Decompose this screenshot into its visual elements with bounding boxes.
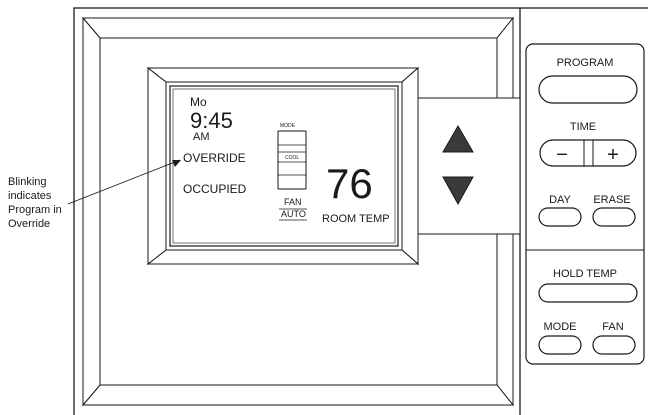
hold-temp-label: HOLD TEMP [553,268,617,280]
display-override: OVERRIDE [183,151,246,165]
time-button-group [539,139,637,167]
fan-button-label: FAN [602,321,623,333]
erase-label: ERASE [593,194,630,206]
day-button[interactable] [538,207,582,227]
mode-value: COOL [285,155,299,161]
day-label: DAY [549,194,571,206]
arrow-panel [417,97,521,235]
mode-button-label: MODE [544,321,577,333]
fan-value: AUTO [281,209,306,219]
lcd-bezel [146,66,420,266]
mode-indicator-column: MODE COOL [277,123,307,190]
mode-button[interactable] [538,335,582,355]
annotation-line-4: Override [8,218,50,230]
mode-indicator-label: MODE [280,123,296,129]
program-button[interactable] [538,75,638,104]
room-temp-label: ROOM TEMP [322,213,390,225]
display-time: 9:45 [190,108,233,133]
plus-icon: + [607,144,619,166]
minus-icon: − [556,144,568,166]
override-annotation: Blinking indicates Program in Override [8,159,181,230]
fan-button[interactable] [592,335,636,355]
hold-temp-button[interactable] [538,283,638,303]
display-ampm: AM [193,131,210,143]
time-label: TIME [570,121,596,133]
room-temperature: 76 [326,160,373,207]
annotation-line-1: Blinking [8,176,47,188]
annotation-leader-line [67,159,181,205]
display-day: Mo [190,95,207,109]
program-label: PROGRAM [557,57,614,69]
display-occupied: OCCUPIED [183,182,247,196]
annotation-line-3: Program in [8,204,62,216]
erase-button[interactable] [592,207,636,227]
thermostat-housing [73,7,648,415]
fan-label: FAN [284,197,302,207]
temp-down-arrow-icon[interactable] [442,176,474,206]
annotation-line-2: indicates [8,190,52,202]
temp-up-arrow-icon[interactable] [442,124,474,153]
annotation-arrowhead [172,160,181,167]
